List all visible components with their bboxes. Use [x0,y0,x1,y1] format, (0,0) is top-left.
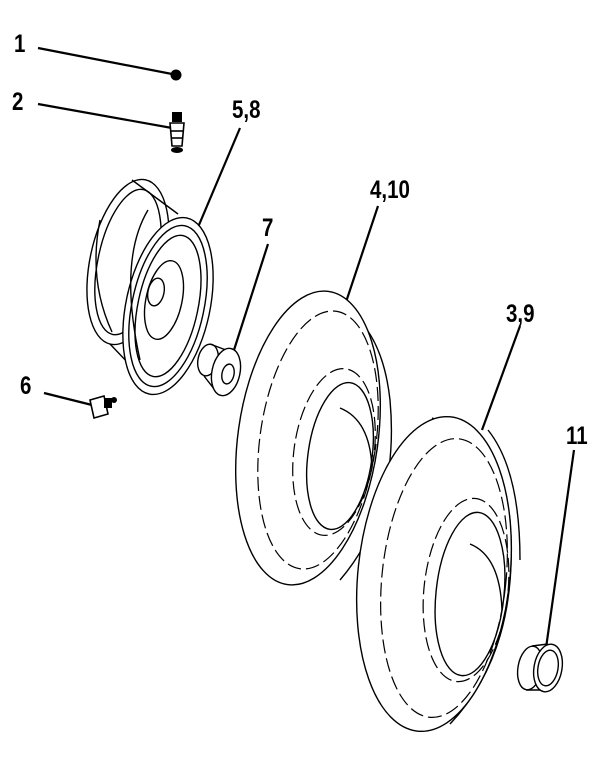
leader-line-5-8 [194,127,242,233]
grease-fitting-part [89,394,117,420]
leader-line-7 [232,243,270,351]
callout-6: 6 [20,372,32,400]
leader-line-3-9 [480,325,522,431]
tire-rear-part [234,290,393,586]
leader-line-2 [37,102,173,130]
tire-front-part [355,415,521,733]
callout-2: 2 [12,88,24,116]
callout-5-8: 5,8 [232,96,261,124]
leader-lines [37,46,576,649]
callout-4-10: 4,10 [370,176,410,204]
callout-3-9: 3,9 [506,300,535,328]
callout-7: 7 [262,214,274,242]
valve-stem-part [169,112,185,153]
leader-line-11 [544,449,576,649]
callout-11: 11 [566,422,588,450]
leader-line-6 [43,391,97,408]
rim-part [86,178,214,396]
callout-1: 1 [14,30,26,58]
bushing-part [196,343,242,397]
leader-line-4-10 [344,205,380,303]
valve-cap-part [170,69,182,81]
spacer-part [516,643,564,693]
leader-line-1 [37,46,173,76]
